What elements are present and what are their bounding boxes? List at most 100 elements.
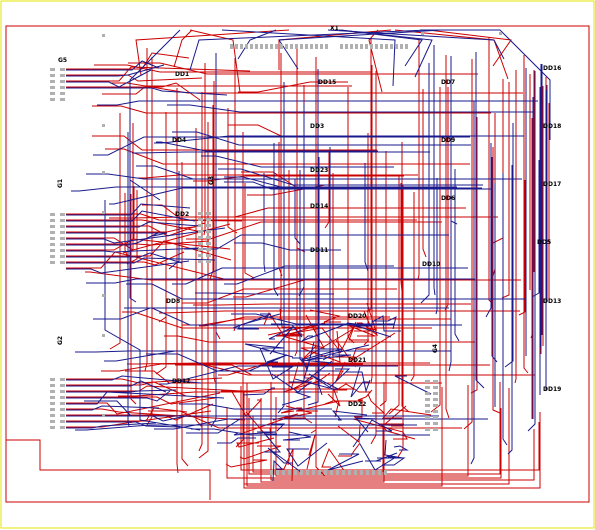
top-trace [463,59,473,430]
bottom-trace [435,178,438,315]
connector-g4-pad [433,392,438,395]
top-trace [368,29,383,93]
connector-g1-pad [50,225,55,228]
connector-g4-pad [433,398,438,401]
top-layer-traces [6,29,550,500]
connector-g4-pad [433,404,438,407]
connector-g3-pad [198,254,203,257]
top-trace [470,117,478,394]
top-trace [354,310,375,332]
bottom-trace [242,387,275,396]
bottom-trace [167,104,533,113]
connector-g5-pad [60,98,65,101]
connector-g5-pad [60,68,65,71]
bottom-trace [454,169,460,342]
top-trace [501,82,510,299]
connector-g2-pad [60,426,65,429]
bottom-trace [210,53,217,428]
bottom-trace [154,135,524,144]
bottom-trace [66,405,160,411]
connector-g1-pad [60,225,65,228]
connector-bottom-pad [270,470,273,475]
bottom-trace [272,459,284,482]
bottom-trace [271,373,313,393]
connector-g3-pad [198,236,203,239]
top-trace [215,143,221,340]
bottom-trace [126,283,525,300]
label-dd8: DD8 [166,298,180,305]
bottom-trace [268,326,294,355]
bottom-trace [372,316,397,330]
top-trace [146,57,153,426]
bottom-trace [66,247,200,253]
connector-g5-pad [60,86,65,89]
connector-x1-pad [370,44,373,49]
connector-g5-pad [50,80,55,83]
bottom-trace [191,428,430,436]
bottom-trace [66,252,183,264]
top-trace [523,55,529,374]
top-trace [227,108,238,234]
bottom-trace [420,63,430,304]
label-dd23: DD23 [310,167,328,174]
bottom-trace [224,265,394,285]
bottom-trace [301,322,350,342]
connector-g1-pad [60,249,65,252]
bottom-trace [377,457,406,466]
bottom-trace [294,179,301,245]
top-trace [363,133,369,346]
connector-g3-pad [198,248,203,251]
bottom-trace [179,403,332,410]
bottom-trace [66,64,165,77]
connector-g3-pad [198,218,203,221]
label-x1: X1 [330,25,339,32]
bottom-trace [308,373,339,391]
top-trace [427,29,512,67]
connector-bottom-pad [294,470,297,475]
top-trace [66,392,221,415]
bottom-trace [491,157,498,363]
connector-g1-pad [60,237,65,240]
bottom-trace [66,232,168,237]
connector-x1-pad [340,44,343,49]
connector-x1-pad [290,44,293,49]
bottom-trace [156,141,378,152]
top-trace [66,226,196,233]
connector-x1-pad [355,44,358,49]
label-dd11: DD11 [310,247,328,254]
via [421,32,424,35]
connector-x1-pad [385,44,388,49]
bottom-trace [286,442,328,467]
via [102,294,105,297]
top-trace [164,335,475,343]
bottom-trace [66,380,167,393]
connector-g4-pad [425,392,430,395]
connector-g3-pad [206,212,211,215]
connector-g1-pad [60,261,65,264]
connector-x1-pad [260,44,263,49]
via [102,124,105,127]
bottom-trace [327,453,364,471]
bottom-trace [127,132,130,427]
bottom-trace [66,60,160,71]
top-trace [327,389,347,407]
connector-g5-pad [50,92,55,95]
bottom-trace [502,173,508,446]
connector-x1-pad [400,44,403,49]
label-g2: G2 [57,336,64,345]
label-dd20: DD20 [348,313,366,320]
top-trace [226,407,502,479]
connector-g2-pad [50,408,55,411]
top-trace [445,55,450,419]
top-trace [66,403,214,421]
bottom-trace [281,391,312,406]
top-trace [243,391,541,489]
bottom-trace [470,101,475,465]
connector-x1-pad [390,44,393,49]
top-trace [324,173,334,405]
connector-g2-pad [50,420,55,423]
top-trace [514,70,517,384]
connector-bottom-pad [336,470,339,475]
bottom-trace [109,187,482,205]
